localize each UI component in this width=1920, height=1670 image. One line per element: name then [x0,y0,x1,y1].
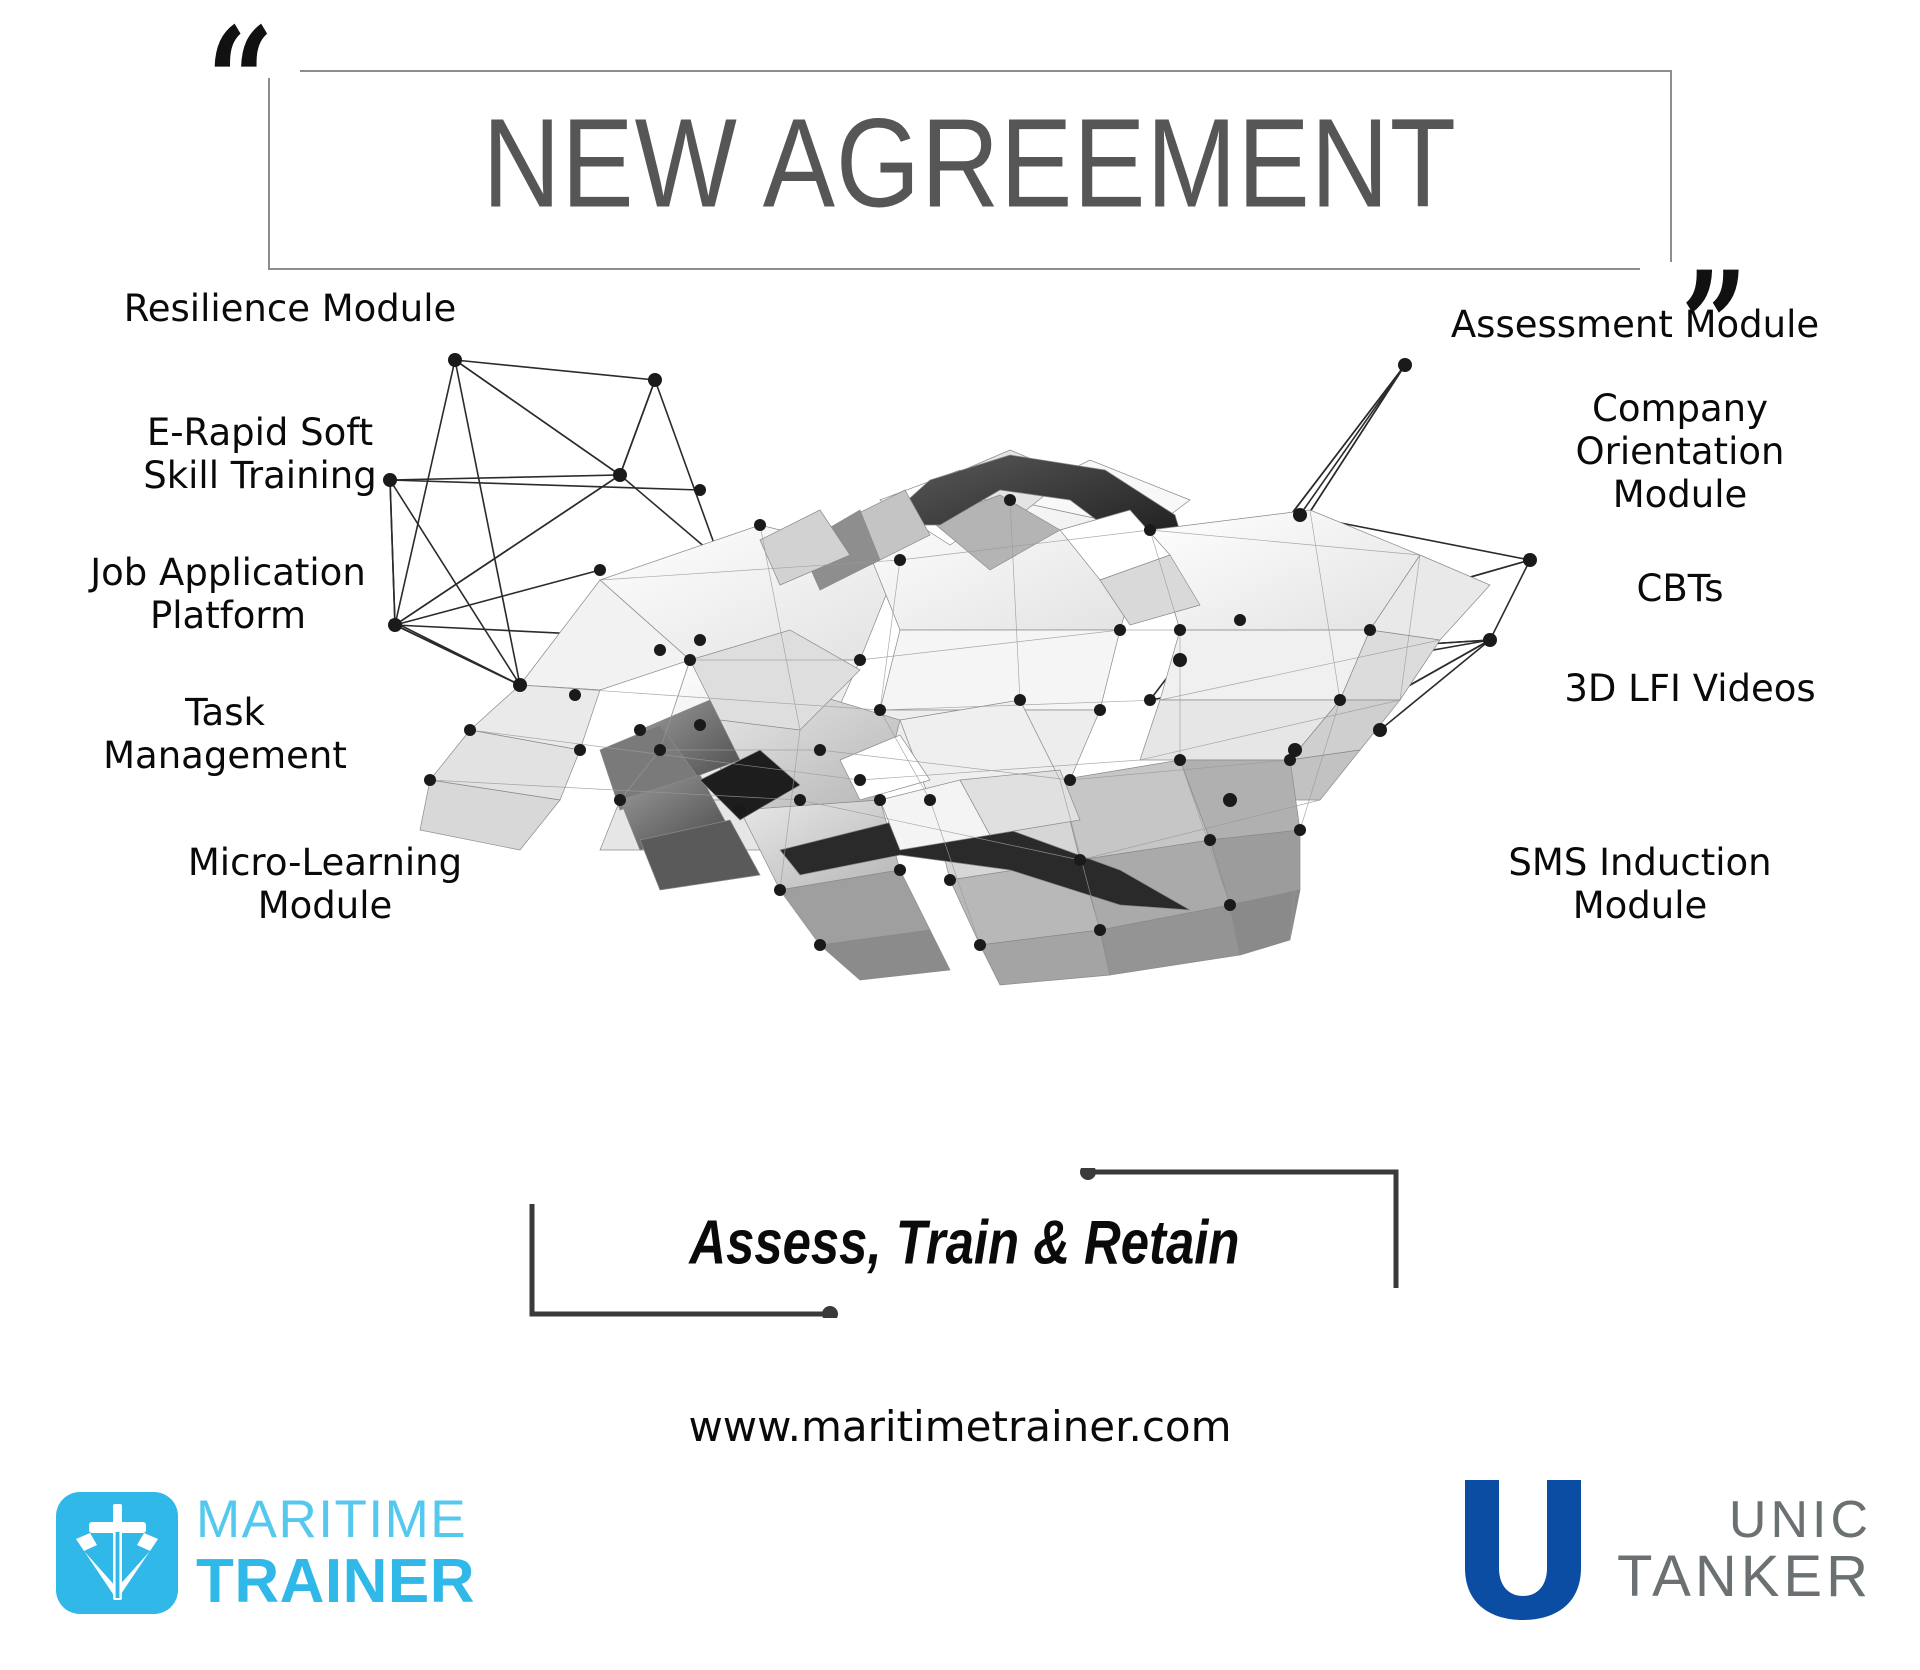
diagram-label-cbts: CBTs [1636,567,1724,610]
anchor-icon [56,1492,178,1614]
diagram-label-3d-lfi-videos: 3D LFI Videos [1564,667,1816,710]
tagline: Assess, Train & Retain [528,1208,1400,1279]
handshake-network-diagram: Resilience Module E-Rapid Soft Skill Tra… [0,287,1920,990]
u-arrow-icon [1459,1480,1587,1620]
header-banner: “ ” NEW AGREEMENT [207,8,1748,402]
frame-corner-gap-bottom-right [1640,262,1674,274]
page-title-text: NEW AGREEMENT [482,92,1458,234]
maritime-trainer-wordmark: MARITIME TRAINER [196,1493,475,1613]
tagline-bracket-dot-right [1080,1168,1096,1180]
unic-word: UNIC [1728,1490,1872,1549]
diagram-label-resilience-module: Resilience Module [123,287,457,330]
diagram-label-assessment-module: Assessment Module [1450,303,1820,346]
diagram-label-micro-learning-module: Micro-Learning Module [187,841,463,927]
trainer-word: TRAINER [196,1547,476,1616]
diagram-label-job-application-platform: Job Application Platform [90,551,366,637]
tagline-banner: Assess, Train & Retain [528,1168,1400,1318]
maritime-word: MARITIME [196,1490,468,1549]
frame-corner-gap-top-left [266,66,300,78]
diagram-label-company-orientation-module: Company Orientation Module [1575,387,1785,516]
tagline-bracket-frame [529,1168,1399,1318]
unic-tanker-wordmark: UNIC TANKER [1617,1490,1872,1609]
unic-tanker-logo[interactable]: UNIC TANKER [1459,1480,1872,1620]
diagram-label-e-rapid-soft-skill-training: E-Rapid Soft Skill Training [143,411,377,497]
tagline-bracket-dot-left [822,1306,838,1318]
handshake-polygons [419,449,1491,986]
header-frame [266,66,1674,274]
tanker-word: TANKER [1617,1543,1872,1609]
quote-close-icon: ” [1680,239,1747,415]
network-nodes [383,353,1537,951]
page-title: NEW AGREEMENT [268,93,1672,240]
maritime-trainer-logo[interactable]: MARITIME TRAINER [56,1492,475,1614]
handshake-graphic [383,353,1537,986]
quote-open-icon: “ [206,0,274,171]
website-url[interactable]: www.maritimetrainer.com [688,1402,1232,1451]
diagram-label-sms-induction-module: SMS Induction Module [1508,841,1772,927]
tagline-text: Assess, Train & Retain [688,1208,1240,1278]
diagram-label-task-management: Task Management [103,691,347,777]
